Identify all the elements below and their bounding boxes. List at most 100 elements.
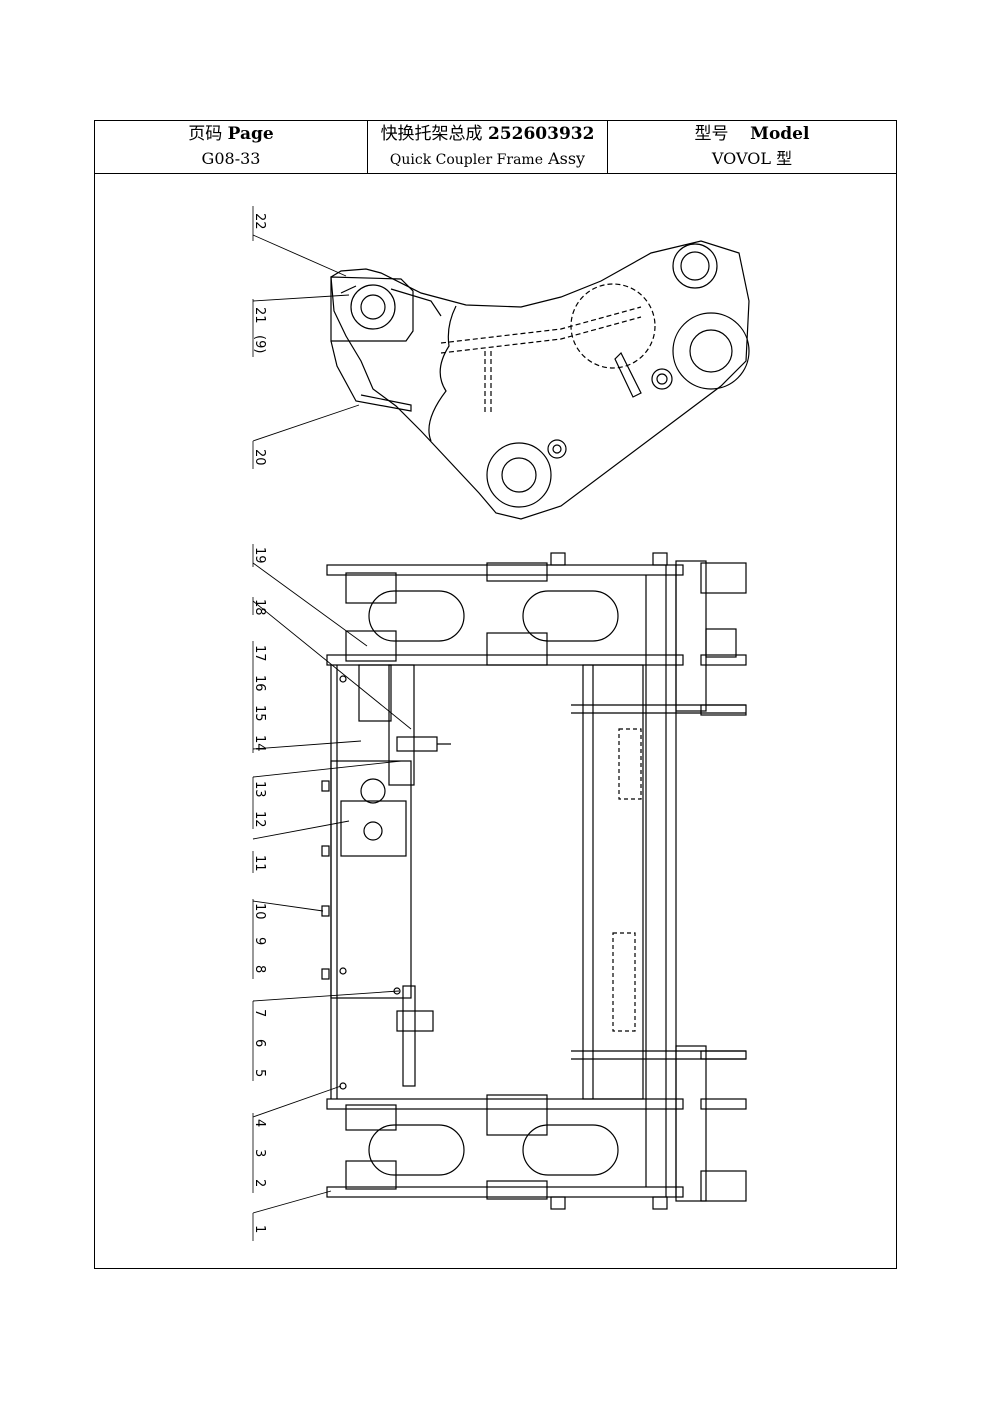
callout-9: 9 — [252, 937, 267, 945]
callout-21: 21 — [252, 307, 267, 324]
pin-boss-bl1 — [345, 1104, 397, 1131]
latch-guide — [358, 664, 392, 722]
bolt-dot-1 — [339, 675, 347, 683]
push-rod — [396, 736, 438, 752]
latch-pin-inner — [360, 294, 386, 320]
side-nut-3 — [321, 905, 330, 917]
pin-boss-tl — [345, 572, 397, 604]
side-nut-2 — [321, 845, 330, 857]
pin-boss-ml — [345, 630, 397, 662]
leader-1 — [252, 1190, 332, 1214]
callout-18: 18 — [252, 599, 267, 616]
latch-bracket — [388, 664, 415, 786]
side-view — [330, 240, 750, 520]
top-bore-inner — [680, 251, 710, 281]
latch-wheel-b — [363, 821, 383, 841]
top-view — [321, 552, 747, 1210]
leader-10 — [252, 900, 324, 912]
handle-lever — [330, 340, 412, 412]
slot-lower-left — [368, 1124, 465, 1176]
center-bolt-inner — [552, 444, 562, 454]
lug-bot — [700, 1098, 747, 1110]
clevis-lower — [675, 1045, 707, 1202]
callout-1: 1 — [252, 1225, 267, 1233]
beam-label-upper — [618, 728, 642, 800]
bolt-head-bot-r — [652, 1196, 668, 1210]
leader-21 — [252, 294, 350, 302]
slot-lower-right — [522, 1124, 619, 1176]
lug-block — [705, 628, 737, 658]
page-number: G08-33 — [201, 149, 261, 168]
boss-bottom-2 — [486, 1180, 548, 1200]
lock-stem — [402, 985, 416, 1087]
beam-label-lower — [612, 932, 636, 1032]
leader-19 — [252, 562, 368, 647]
callout-4: 4 — [252, 1119, 267, 1127]
lower-bore-inner — [501, 457, 537, 493]
model-label-en: Model — [750, 124, 810, 144]
slot-upper-left — [368, 590, 465, 642]
side-nut-4 — [321, 968, 330, 980]
callout-22: 22 — [252, 213, 267, 230]
parts-sheet: 页码 Page G08-33 快换托架总成 252603932 Quick Co… — [94, 120, 897, 1269]
slot-upper-right — [522, 590, 619, 642]
bolt-head-top — [550, 552, 566, 566]
callout-3: 3 — [252, 1149, 267, 1157]
callout-7: 7 — [252, 1009, 267, 1017]
page-label-cn: 页码 — [188, 124, 223, 144]
callout-13: 13 — [252, 781, 267, 798]
callout-12: 12 — [252, 811, 267, 828]
boss-top-1 — [486, 562, 548, 582]
title-en-suffix: Assy — [548, 149, 586, 168]
center-bolt-outer — [547, 439, 567, 459]
latch-wheel — [360, 778, 386, 804]
leader-13 — [252, 760, 402, 778]
lug-mid — [700, 654, 747, 666]
clevis-upper — [675, 560, 707, 712]
central-beam — [582, 664, 644, 1100]
callout-20: 20 — [252, 449, 267, 466]
title-en-line: Quick Coupler Frame Assy — [368, 149, 607, 170]
small-bolt-inner — [656, 373, 668, 385]
callout-10: 10 — [252, 903, 267, 920]
leader-4 — [252, 1085, 342, 1118]
callout-17: 17 — [252, 645, 267, 662]
bolt-head-bot — [550, 1196, 566, 1210]
model-label: 型号 Model — [608, 124, 896, 144]
lug-bottom — [700, 1170, 747, 1202]
hidden-rib — [440, 306, 642, 413]
callout-2: 2 — [252, 1179, 267, 1187]
bottom-cross-plate-upper — [326, 1098, 684, 1110]
callout-8: 8 — [252, 965, 267, 973]
model-value: VOVOL 型 — [711, 149, 793, 168]
page-cell: 页码 Page G08-33 — [95, 121, 368, 173]
leader-22 — [252, 234, 347, 277]
small-bolt-outer — [651, 368, 673, 390]
model-cell: 型号 Model VOVOL 型 — [608, 121, 896, 173]
latch-spring — [340, 285, 442, 317]
lock-wedge — [614, 351, 642, 398]
page-label-en: Page — [227, 124, 274, 144]
leader-18 — [252, 600, 412, 730]
top-cross-plate-upper — [326, 564, 684, 576]
callout-6: 6 — [252, 1039, 267, 1047]
top-bore-outer — [672, 243, 718, 289]
title-en: Quick Coupler Frame — [389, 152, 543, 168]
title-cn: 快换托架总成 — [380, 124, 483, 144]
page-label: 页码 Page — [95, 124, 367, 144]
lug-bot-mid — [700, 1050, 747, 1060]
hidden-bore — [570, 283, 656, 369]
callout-11: 11 — [252, 855, 267, 872]
leader-14 — [252, 740, 362, 750]
wavy-break — [428, 305, 457, 442]
callout-14: 14 — [252, 735, 267, 752]
callout-5: 5 — [252, 1069, 267, 1077]
callout-leaders — [252, 234, 412, 1214]
lug-top — [700, 562, 747, 594]
right-bore-inner — [689, 329, 733, 373]
callout-15: 15 — [252, 705, 267, 722]
latch-pin-outer — [350, 284, 396, 330]
boss-top-2 — [486, 632, 548, 666]
header-table: 页码 Page G08-33 快换托架总成 252603932 Quick Co… — [95, 121, 896, 174]
leader-7 — [252, 990, 400, 1002]
